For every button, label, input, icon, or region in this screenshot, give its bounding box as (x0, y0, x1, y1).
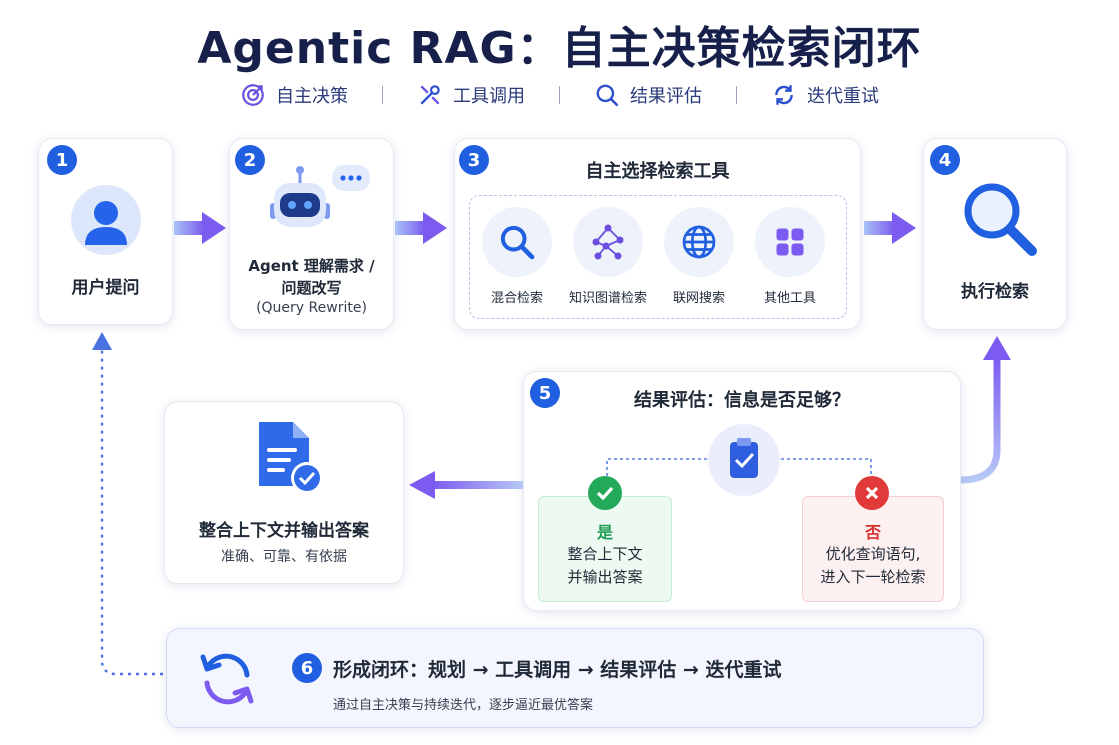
tool-web-search: 联网搜索 (659, 207, 739, 306)
tool-label: 知识图谱检索 (568, 291, 647, 306)
loop-icon (200, 653, 254, 705)
globe-icon (682, 225, 716, 259)
legend-item-retry: 迭代重试 (771, 82, 879, 108)
no-head: 否 (864, 523, 881, 542)
user-icon (71, 185, 141, 255)
legend-divider (559, 86, 560, 104)
cross-icon (855, 476, 889, 510)
arrow-left (409, 471, 523, 499)
step-1-card: 1 用户提问 (38, 138, 173, 325)
tool-label: 混合检索 (490, 291, 543, 306)
step-2-line2: 问题改写 (281, 279, 342, 297)
step-number: 1 (47, 145, 77, 175)
step-3-title: 自主选择检索工具 (585, 161, 730, 182)
robot-icon (270, 165, 370, 227)
step-5-card: 5 结果评估：信息是否足够？ 是 整合上下文 并输出答案 否 优化查询语句, 进… (523, 371, 961, 611)
tool-group (469, 195, 847, 319)
legend-divider (736, 86, 737, 104)
yes-head: 是 (596, 523, 613, 542)
no-line1: 优化查询语句, (825, 545, 921, 563)
answer-title: 整合上下文并输出答案 (199, 521, 369, 541)
step-5-title: 结果评估：信息是否足够？ (634, 390, 850, 411)
step-number: 4 (930, 145, 960, 175)
tool-other: 其他工具 (750, 207, 830, 306)
yes-branch: 是 整合上下文 并输出答案 (538, 496, 672, 602)
legend-label: 工具调用 (453, 86, 525, 107)
answer-card: 整合上下文并输出答案 准确、可靠、有依据 (164, 401, 404, 584)
target-icon (242, 84, 264, 106)
step-number: 5 (530, 378, 560, 408)
legend: 自主决策 工具调用 结果评估 迭代重试 (0, 78, 1119, 112)
tool-label: 其他工具 (763, 291, 816, 306)
branch-lines (606, 458, 872, 476)
grid-icon (776, 228, 804, 256)
step-1-label: 用户提问 (71, 278, 140, 298)
tool-label: 联网搜索 (672, 291, 725, 306)
magnifier-icon (964, 183, 1037, 256)
graph-icon (592, 224, 624, 260)
check-icon (588, 476, 622, 510)
loop-back-line (92, 332, 163, 676)
step-6-sub: 通过自主决策与持续迭代，逐步逼近最优答案 (333, 698, 594, 713)
legend-label: 结果评估 (630, 86, 702, 107)
clipboard-check-icon (708, 424, 780, 496)
step-number: 6 (292, 653, 322, 683)
legend-item-eval: 结果评估 (594, 82, 702, 108)
arrow-right (395, 212, 447, 244)
refresh-icon (775, 85, 793, 105)
answer-sub: 准确、可靠、有依据 (221, 549, 347, 565)
yes-line1: 整合上下文 (567, 545, 643, 563)
tool-hybrid-search: 混合检索 (477, 207, 557, 306)
legend-item-decision: 自主决策 (240, 82, 348, 108)
step-number: 2 (235, 145, 265, 175)
step-4-label: 执行检索 (961, 282, 1029, 302)
page-title: Agentic RAG：自主决策检索闭环 (197, 23, 922, 74)
search-icon (500, 225, 535, 260)
step-2-card: 2 Agent 理解需求 / 问题改写 (Query Rewrite) (229, 138, 394, 330)
step-6-title: 形成闭环：规划 → 工具调用 → 结果评估 → 迭代重试 (333, 659, 782, 681)
step-4-card: 4 执行检索 (923, 138, 1067, 330)
tools-icon (420, 85, 440, 105)
arrow-right (864, 212, 916, 244)
arrow-up (959, 336, 1011, 484)
search-icon (596, 84, 619, 107)
tool-knowledge-graph: 知识图谱检索 (568, 207, 648, 306)
step-number: 3 (459, 145, 489, 175)
legend-label: 自主决策 (276, 86, 348, 107)
legend-label: 迭代重试 (807, 86, 879, 107)
yes-line2: 并输出答案 (567, 568, 643, 586)
no-branch: 否 优化查询语句, 进入下一轮检索 (802, 496, 944, 602)
step-2-line1: Agent 理解需求 / (248, 257, 375, 275)
arrow-right (174, 212, 226, 244)
document-check-icon (259, 422, 323, 494)
legend-divider (382, 86, 383, 104)
step-2-line3: (Query Rewrite) (256, 300, 367, 316)
legend-item-tools: 工具调用 (417, 82, 525, 108)
step-6-card: 6 形成闭环：规划 → 工具调用 → 结果评估 → 迭代重试 通过自主决策与持续… (166, 628, 984, 728)
step-3-card: 3 自主选择检索工具 混合检索 知识图谱检索 联网搜索 (454, 138, 861, 330)
no-line2: 进入下一轮检索 (820, 568, 926, 586)
